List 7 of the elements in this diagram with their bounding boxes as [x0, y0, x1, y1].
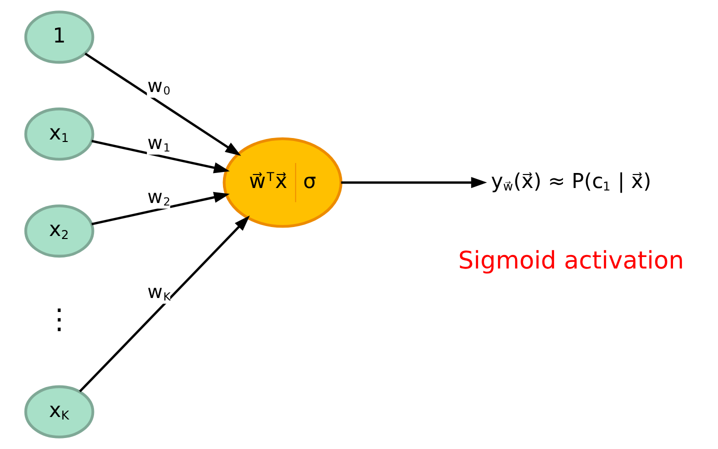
arrow: [91, 140, 230, 174]
node-ellipse: 1: [24, 10, 94, 64]
arrow: [341, 177, 487, 188]
arrow: [91, 192, 230, 226]
label: Sigmoid activation: [458, 246, 684, 275]
label: ⋮: [45, 302, 74, 336]
arrow: [79, 216, 250, 392]
